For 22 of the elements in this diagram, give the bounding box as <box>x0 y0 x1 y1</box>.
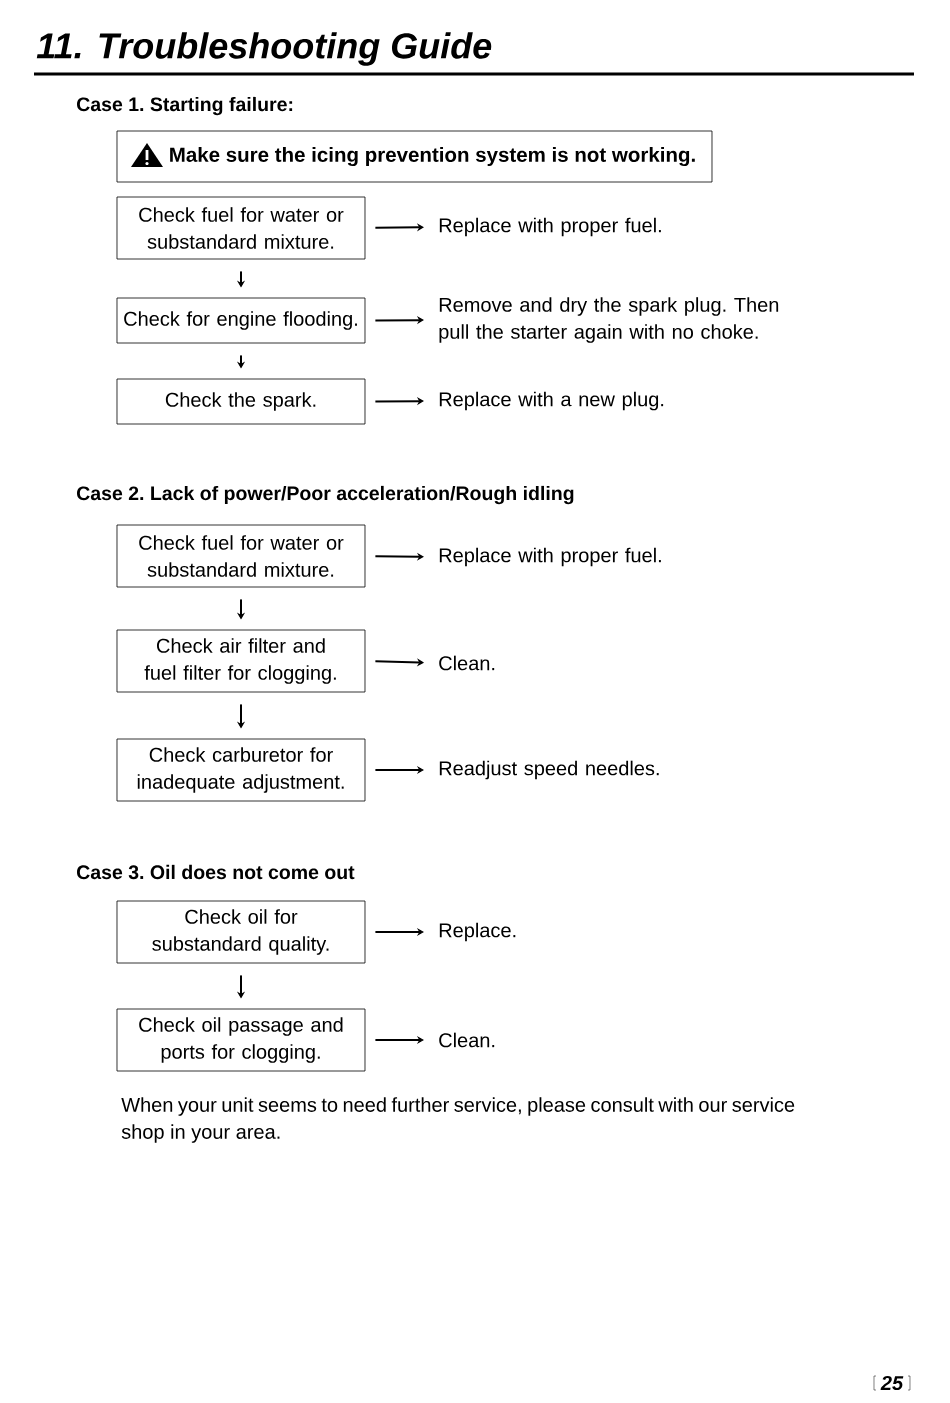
page-number: 25 <box>873 1375 911 1391</box>
remedy-text: Clean. <box>439 655 495 671</box>
check-box: Check oil for substandard quality. <box>116 900 366 964</box>
remedy-text: Replace. <box>439 922 516 942</box>
check-box: Check carburetor for inadequate adjustment. <box>116 738 366 802</box>
warning-box: Make sure the icing prevention system is not working. <box>116 130 713 183</box>
check-box: Check for engine flooding. <box>116 297 366 344</box>
case-heading: Case 2. Lack of power/Poor acceleration/Rough idling <box>77 485 574 505</box>
check-box: Check fuel for water or substandard mixture. <box>116 524 366 588</box>
check-box: Check the spark. <box>116 378 366 425</box>
remedy-text: Clean. <box>439 1032 495 1048</box>
remedy-text: Replace with proper fuel. <box>439 217 661 237</box>
case-heading: Case 3. Oil does not come out <box>77 864 355 880</box>
remedy-text: Replace with proper fuel. <box>439 547 661 567</box>
check-box: Check oil passage and ports for clogging. <box>116 1008 366 1072</box>
note-text: When your unit seems to need further service, please consult with our service shop in your area. <box>121 1097 795 1143</box>
check-box: Check fuel for water or substandard mixture. <box>116 196 366 260</box>
check-box: Check air filter and fuel filter for clogging. <box>116 629 366 693</box>
title: 11. Troubleshooting Guide <box>36 32 492 66</box>
remedy-text: Remove and dry the spark plug. Then pull the starter again with no choke. <box>439 297 779 343</box>
remedy-text: Readjust speed needles. <box>439 760 659 780</box>
remedy-text: Replace with a new plug. <box>439 391 664 411</box>
